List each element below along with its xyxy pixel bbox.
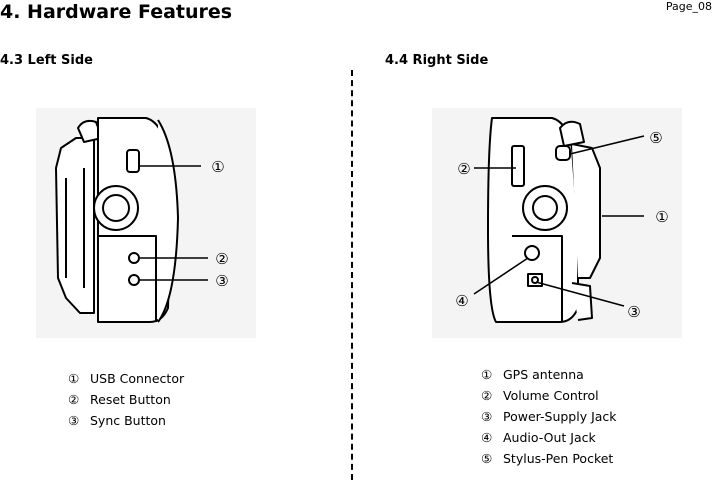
legend-item: ① USB Connector [68,368,184,389]
legend-item: ② Reset Button [68,389,184,410]
dashed-divider [351,70,353,480]
legend-label: Sync Button [90,413,166,428]
right-side-legend: ① GPS antenna ② Volume Control ③ Power-Supp… [481,364,617,469]
left-side-device-figure: ① ② ③ [36,108,256,338]
legend-number: ① [68,371,80,386]
legend-label: Stylus-Pen Pocket [503,451,614,466]
legend-item: ④ Audio-Out Jack [481,427,617,448]
legend-label: USB Connector [90,371,185,386]
legend-label: Reset Button [90,392,171,407]
page-title: 4. Hardware Features [0,1,233,23]
right-callout-2: ② [457,160,470,178]
right-side-title: 4.4 Right Side [385,53,489,68]
left-side-device-drawing: ① ② ③ [36,108,256,338]
legend-number: ③ [481,409,493,424]
right-callout-3: ③ [627,303,640,321]
left-side-title: 4.3 Left Side [0,53,93,68]
legend-number: ② [481,388,493,403]
legend-item: ③ Sync Button [68,410,184,431]
legend-item: ③ Power-Supply Jack [481,406,617,427]
right-side-device-drawing: ⑤ ② ① ④ ③ [432,108,682,338]
left-callout-1: ① [211,158,224,176]
legend-item: ② Volume Control [481,385,617,406]
left-callout-3: ③ [215,272,228,290]
right-callout-1: ① [655,208,668,226]
legend-number: ⑤ [481,451,493,466]
legend-label: Power-Supply Jack [503,409,617,424]
legend-number: ② [68,392,80,407]
legend-label: GPS antenna [503,367,584,382]
right-callout-5: ⑤ [649,129,662,147]
right-callout-4: ④ [455,292,468,310]
legend-label: Volume Control [503,388,599,403]
legend-item: ⑤ Stylus-Pen Pocket [481,448,617,469]
left-callout-2: ② [215,250,228,268]
legend-label: Audio-Out Jack [503,430,596,445]
right-side-device-figure: ⑤ ② ① ④ ③ [432,108,682,338]
legend-item: ① GPS antenna [481,364,617,385]
page-number: Page_08 [665,0,712,13]
left-side-legend: ① USB Connector ② Reset Button ③ Sync Butto… [68,368,184,431]
legend-number: ① [481,367,493,382]
legend-number: ③ [68,413,80,428]
legend-number: ④ [481,430,493,445]
